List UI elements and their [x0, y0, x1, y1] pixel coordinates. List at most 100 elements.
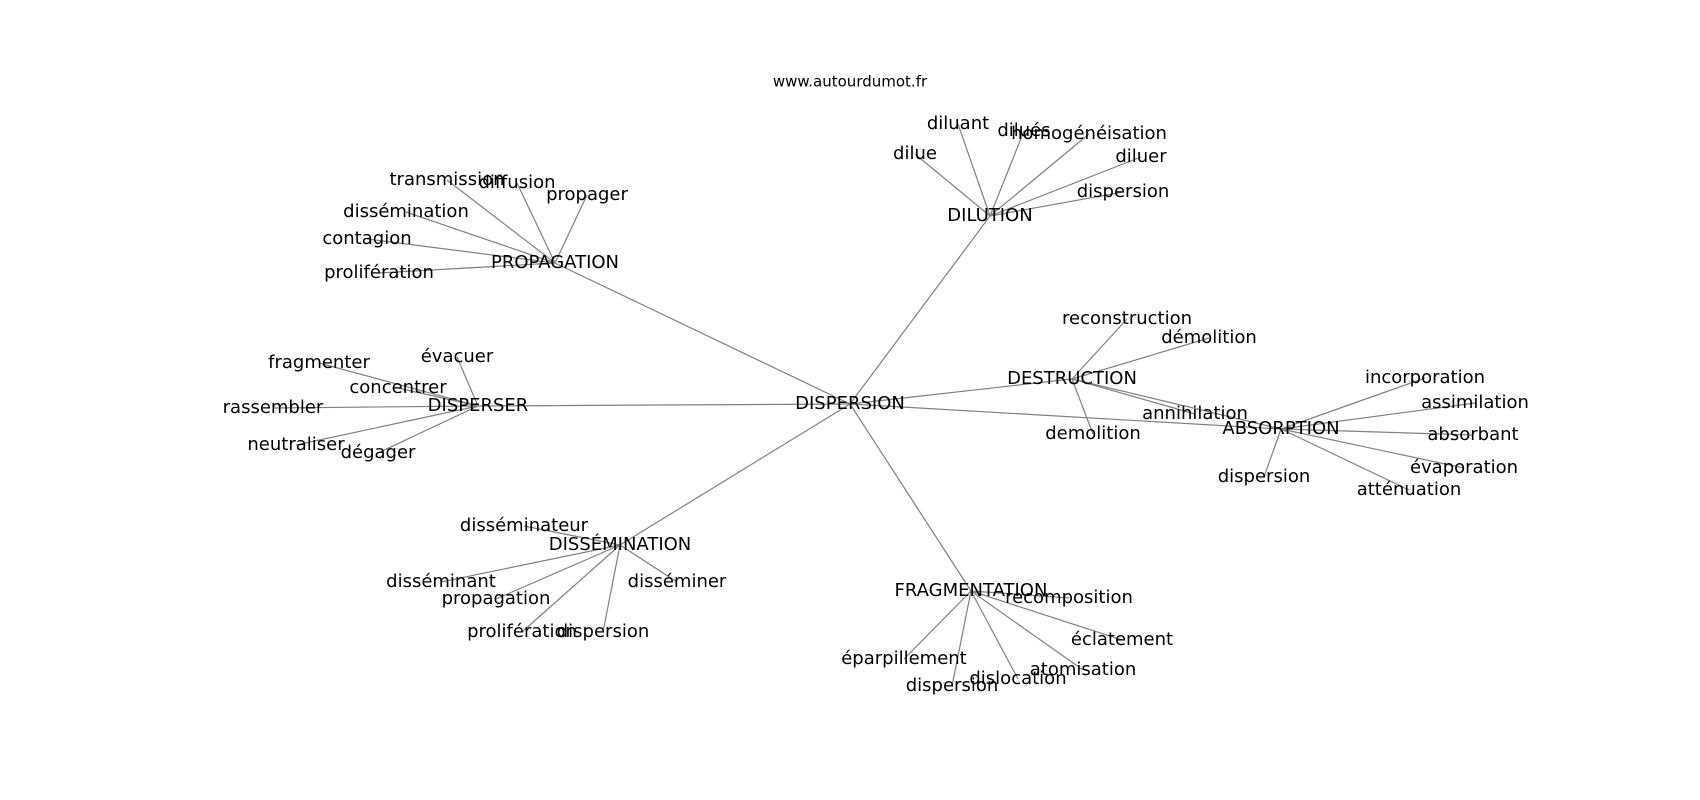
hub-node-destruction[interactable]: DESTRUCTION — [1007, 368, 1137, 389]
leaf-node-dissemination-proliferation[interactable]: prolifération — [467, 621, 577, 642]
edge-absorption-absorbant — [1280, 428, 1474, 436]
edge-dissemination-disseminant — [440, 544, 621, 583]
leaf-node-propagation-proliferation[interactable]: prolifération — [324, 262, 434, 283]
edge-propagation-transmission — [446, 179, 556, 264]
leaf-node-absorption-assimilation[interactable]: assimilation — [1421, 392, 1529, 413]
edge-fragmentation-eclatement — [970, 590, 1123, 641]
edge-center-fragmentation — [849, 403, 972, 592]
edge-destruction-reconstruction — [1071, 318, 1128, 380]
leaf-node-propagation-transmission[interactable]: transmission — [390, 169, 505, 190]
edge-absorption-dispersion — [1263, 428, 1282, 478]
edge-destruction-demolition — [1071, 378, 1094, 435]
leaf-node-destruction-demolition[interactable]: demolition — [1045, 423, 1141, 444]
edge-center-propagation — [554, 262, 851, 405]
leaf-node-dilution-diluant[interactable]: diluant — [927, 113, 989, 134]
edge-fragmentation-atomisation — [970, 590, 1084, 671]
leaf-node-dissemination-propagation[interactable]: propagation — [442, 588, 551, 609]
center-node-label[interactable]: DISPERSION — [795, 393, 905, 414]
hub-node-dissemination[interactable]: DISSÉMINATION — [549, 533, 692, 555]
leaf-node-propagation-diffusion[interactable]: diffusion — [478, 172, 555, 193]
edge-dilution-diluer — [989, 156, 1142, 217]
leaf-node-destruction-demolition[interactable]: démolition — [1161, 327, 1257, 348]
edge-dilution-dilues — [989, 130, 1025, 217]
leaf-node-disperser-evacuer[interactable]: évacuer — [421, 346, 494, 367]
leaf-node-dilution-dispersion[interactable]: dispersion — [1077, 181, 1170, 202]
edge-center-destruction — [849, 378, 1073, 405]
edge-dilution-homogeneisation — [989, 133, 1090, 217]
leaf-node-propagation-propager[interactable]: propager — [546, 184, 628, 205]
edge-absorption-assimilation — [1280, 402, 1476, 430]
leaf-node-fragmentation-dispersion[interactable]: dispersion — [906, 675, 999, 696]
edge-disperser-evacuer — [456, 356, 479, 407]
hub-node-dilution[interactable]: DILUTION — [947, 205, 1032, 226]
leaf-node-dilution-dilue[interactable]: dilue — [893, 143, 937, 164]
edge-center-absorption — [849, 403, 1282, 430]
source-label[interactable]: www.autourdumot.fr — [773, 73, 928, 91]
graph-edges — [272, 123, 1476, 687]
leaf-node-fragmentation-eclatement[interactable]: éclatement — [1071, 629, 1173, 650]
leaf-node-dissemination-disseminant[interactable]: disséminant — [386, 571, 496, 592]
edge-absorption-incorporation — [1280, 377, 1426, 430]
edge-dissemination-propagation — [495, 544, 621, 600]
edge-propagation-contagion — [366, 238, 556, 264]
edge-dissemination-dispersion — [602, 544, 621, 633]
edge-dilution-diluant — [957, 123, 991, 217]
leaf-node-fragmentation-dislocation[interactable]: dislocation — [969, 668, 1066, 689]
leaf-node-disperser-neutraliser[interactable]: neutraliser — [247, 434, 345, 455]
edge-disperser-degager — [377, 405, 479, 454]
edge-destruction-absorption — [1071, 378, 1282, 430]
graph-labels: www.autourdumot.fr DISPERSION PROPAGATION… — [223, 73, 1529, 697]
leaf-node-dissemination-disseminateur[interactable]: disséminateur — [460, 515, 589, 536]
edge-dissemination-proliferation — [521, 544, 621, 633]
leaf-node-propagation-contagion[interactable]: contagion — [322, 228, 411, 249]
leaf-node-dilution-homogeneisation[interactable]: homogénéisation — [1011, 123, 1167, 144]
edge-center-dissemination — [619, 403, 851, 546]
edge-fragmentation-eparpillement — [903, 590, 972, 660]
hub-node-absorption[interactable]: ABSORPTION — [1222, 418, 1339, 439]
edge-center-disperser — [477, 403, 851, 407]
edge-disperser-concentrer — [397, 387, 479, 407]
leaf-node-fragmentation-atomisation[interactable]: atomisation — [1030, 659, 1137, 680]
edge-dilution-dispersion — [989, 191, 1124, 217]
leaf-node-fragmentation-eparpillement[interactable]: éparpillement — [841, 648, 967, 669]
leaf-node-absorption-absorbant[interactable]: absorbant — [1427, 424, 1518, 445]
leaf-node-absorption-dispersion[interactable]: dispersion — [1218, 466, 1311, 487]
edge-absorption-attenuation — [1280, 428, 1410, 491]
edge-absorption-evaporation — [1280, 428, 1465, 469]
leaf-node-dilution-diluer[interactable]: diluer — [1115, 146, 1167, 167]
hub-node-propagation[interactable]: PROPAGATION — [491, 252, 619, 273]
edge-dilution-dilue — [914, 153, 991, 217]
leaf-node-disperser-rassembler[interactable]: rassembler — [223, 397, 324, 418]
edge-propagation-propager — [554, 194, 588, 264]
leaf-node-disperser-fragmenter[interactable]: fragmenter — [268, 352, 370, 373]
edge-dissemination-disseminer — [619, 544, 678, 583]
leaf-node-disperser-degager[interactable]: dégager — [341, 442, 416, 463]
leaf-node-absorption-attenuation[interactable]: atténuation — [1357, 479, 1462, 500]
hub-node-disperser[interactable]: DISPERSER — [428, 395, 529, 416]
hub-node-fragmentation[interactable]: FRAGMENTATION — [895, 580, 1048, 601]
edge-fragmentation-recomposition — [970, 590, 1070, 599]
edge-disperser-neutraliser — [295, 405, 479, 446]
leaf-node-dilution-dilues[interactable]: dilués — [997, 120, 1050, 141]
edge-dissemination-disseminateur — [523, 525, 621, 546]
edge-fragmentation-dispersion — [951, 590, 972, 687]
edge-fragmentation-dislocation — [970, 590, 1019, 680]
leaf-node-propagation-dissemination[interactable]: dissémination — [343, 201, 469, 222]
edge-destruction-demolition — [1071, 337, 1210, 380]
leaf-node-absorption-evaporation[interactable]: évaporation — [1410, 457, 1518, 478]
leaf-node-dissemination-disseminer[interactable]: disséminer — [628, 571, 727, 592]
leaf-node-dissemination-dispersion[interactable]: dispersion — [557, 621, 650, 642]
leaf-node-destruction-reconstruction[interactable]: reconstruction — [1062, 308, 1192, 329]
edge-propagation-diffusion — [516, 182, 556, 264]
leaf-node-disperser-concentrer[interactable]: concentrer — [349, 377, 447, 398]
edge-propagation-proliferation — [378, 262, 556, 274]
leaf-node-destruction-annihilation[interactable]: annihilation — [1142, 403, 1248, 424]
leaf-node-absorption-incorporation[interactable]: incorporation — [1365, 367, 1485, 388]
edge-disperser-fragmenter — [318, 362, 479, 407]
edge-propagation-dissemination — [405, 211, 556, 264]
edge-destruction-annihilation — [1071, 378, 1196, 415]
edge-center-dilution — [849, 215, 991, 405]
leaf-node-fragmentation-recomposition[interactable]: recomposition — [1005, 587, 1133, 608]
edge-disperser-rassembler — [272, 405, 479, 409]
